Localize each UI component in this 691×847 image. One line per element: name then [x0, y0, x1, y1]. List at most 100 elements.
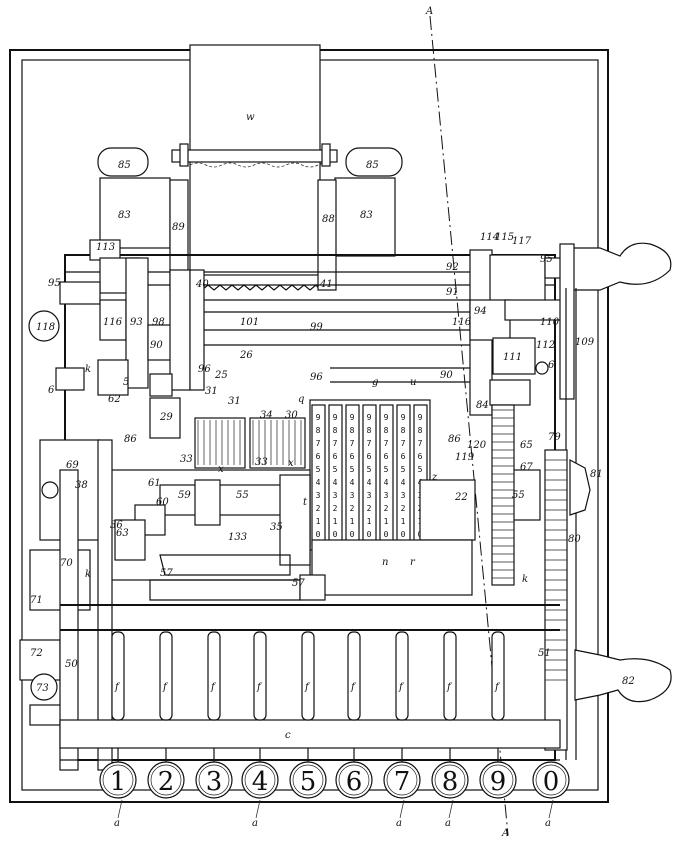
- svg-text:133: 133: [228, 532, 247, 543]
- counter-digit: 5: [367, 465, 372, 474]
- counter-digit: 5: [350, 465, 355, 474]
- svg-text:93: 93: [130, 317, 143, 328]
- key-stem-ref: f: [162, 682, 169, 693]
- svg-text:70: 70: [60, 558, 73, 569]
- crank-handle-top[interactable]: [559, 242, 672, 760]
- svg-text:33: 33: [255, 457, 268, 468]
- svg-text:109: 109: [575, 337, 595, 348]
- svg-text:59: 59: [178, 490, 191, 501]
- counter-digit: 1: [350, 517, 355, 526]
- svg-text:40: 40: [195, 279, 209, 290]
- key-stem: f: [159, 631, 173, 762]
- key-digit: 8: [442, 767, 459, 797]
- svg-text:89: 89: [172, 222, 185, 233]
- svg-text:z: z: [431, 472, 438, 483]
- key-ref: a: [445, 818, 451, 829]
- number-key-0[interactable]: 0: [532, 761, 570, 799]
- key-stem-ref: f: [494, 682, 501, 693]
- key-stem: f: [443, 631, 457, 762]
- counter-digit: 6: [367, 452, 372, 461]
- number-key-5[interactable]: 5: [289, 761, 327, 799]
- counter-digit: 1: [401, 517, 406, 526]
- counter-digit: 5: [316, 465, 321, 474]
- key-stem: f: [301, 631, 315, 762]
- svg-text:t: t: [303, 497, 308, 508]
- svg-text:110: 110: [540, 317, 560, 328]
- svg-text:83: 83: [360, 210, 373, 221]
- number-key-2[interactable]: 2: [147, 761, 185, 799]
- svg-text:115: 115: [495, 232, 514, 243]
- key-digit: 7: [394, 767, 411, 797]
- key-digit: 5: [300, 767, 317, 797]
- counter-digit: 3: [384, 491, 389, 500]
- counter-digit: 7: [384, 439, 389, 448]
- svg-text:22: 22: [454, 492, 468, 503]
- svg-text:96: 96: [310, 372, 323, 383]
- counter-digit: 7: [367, 439, 372, 448]
- key-stem: f: [395, 631, 409, 762]
- number-key-3[interactable]: 3: [195, 761, 233, 799]
- counter-digit: 1: [367, 517, 372, 526]
- counter-digit: 9: [367, 413, 372, 422]
- key-digit: 4: [252, 767, 269, 797]
- counter-digit: 6: [316, 452, 321, 461]
- counter-digit: 4: [384, 478, 389, 487]
- counter-digit: 8: [350, 426, 355, 435]
- counter-digit: 3: [333, 491, 338, 500]
- svg-text:81: 81: [590, 469, 603, 480]
- number-key-7[interactable]: 7: [383, 761, 421, 799]
- key-stem: f: [111, 631, 125, 762]
- counter-digit: 2: [367, 504, 372, 513]
- key-stem-ref: f: [350, 682, 357, 693]
- counter-digit: 1: [384, 517, 389, 526]
- svg-text:29: 29: [159, 412, 173, 423]
- svg-text:85: 85: [366, 160, 379, 171]
- counter-digit: 0: [401, 530, 406, 539]
- counter-wheels: 9876543210987654321098765432109876543210…: [309, 399, 431, 551]
- number-key-8[interactable]: 8: [431, 761, 469, 799]
- section-mark-top: A: [425, 6, 433, 17]
- number-key-6[interactable]: 6: [335, 761, 373, 799]
- svg-text:55: 55: [512, 490, 525, 501]
- svg-text:91: 91: [446, 287, 459, 298]
- key-stem-ref: f: [398, 682, 405, 693]
- svg-text:c: c: [285, 730, 291, 741]
- svg-text:118: 118: [36, 322, 55, 333]
- svg-text:92: 92: [446, 262, 459, 273]
- counter-digit: 3: [350, 491, 355, 500]
- counter-digit: 6: [350, 452, 355, 461]
- svg-text:83: 83: [118, 210, 131, 221]
- counter-digit: 5: [384, 465, 389, 474]
- counter-digit: 7: [350, 439, 355, 448]
- svg-text:86: 86: [124, 434, 137, 445]
- counter-digit: 2: [384, 504, 389, 513]
- counter-digit: 0: [367, 530, 372, 539]
- key-ref: a: [114, 818, 120, 829]
- key-stem: f: [253, 631, 267, 762]
- svg-text:95: 95: [48, 278, 61, 289]
- svg-text:82: 82: [622, 676, 635, 687]
- number-key-4[interactable]: 4: [241, 761, 279, 799]
- svg-text:111: 111: [503, 352, 522, 363]
- counter-digit: 2: [316, 504, 321, 513]
- svg-text:98: 98: [152, 317, 165, 328]
- crank-handle-bottom[interactable]: [574, 649, 672, 703]
- counter-digit: 8: [418, 426, 423, 435]
- svg-text:57: 57: [292, 578, 305, 589]
- type-wheel-left: [194, 417, 306, 469]
- key-ref: a: [545, 818, 551, 829]
- svg-text:57: 57: [160, 568, 173, 579]
- key-stem: f: [207, 631, 221, 762]
- svg-text:25: 25: [214, 370, 228, 381]
- number-key-1[interactable]: 1: [99, 761, 137, 799]
- svg-text:71: 71: [30, 595, 43, 606]
- key-stem-ref: f: [114, 682, 121, 693]
- counter-digit: 2: [401, 504, 406, 513]
- svg-text:30: 30: [285, 410, 298, 421]
- number-key-9[interactable]: 9: [479, 761, 517, 799]
- svg-text:5: 5: [123, 377, 129, 388]
- key-stem-ref: f: [210, 682, 217, 693]
- counter-digit: 8: [367, 426, 372, 435]
